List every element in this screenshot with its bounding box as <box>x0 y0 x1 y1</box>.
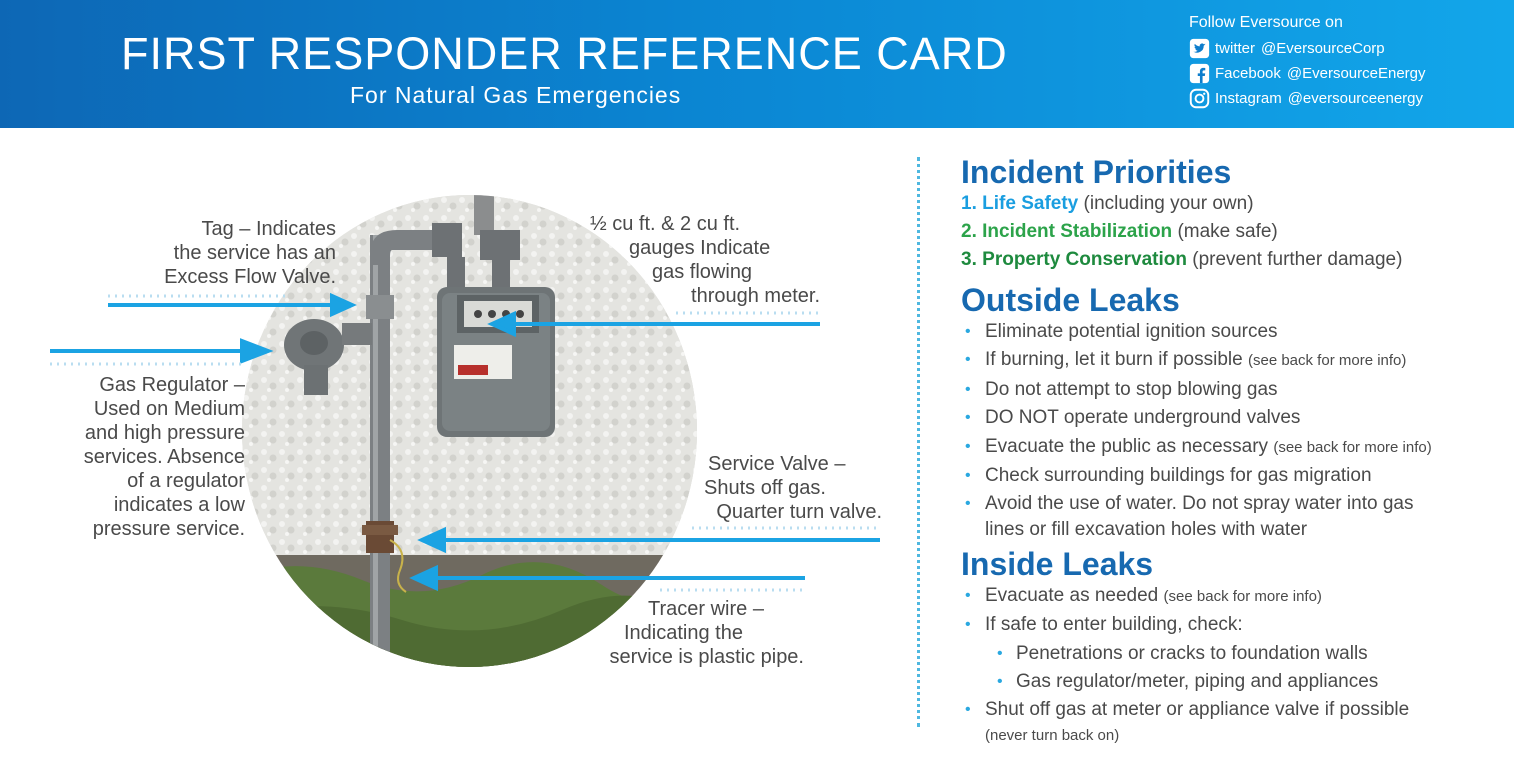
header-banner: FIRST RESPONDER REFERENCE CARD For Natur… <box>0 0 1514 128</box>
list-item: Do not attempt to stop blowing gas <box>961 376 1501 405</box>
card-title: FIRST RESPONDER REFERENCE CARD <box>121 28 1008 79</box>
facebook-handle: @EversourceEnergy <box>1286 65 1426 82</box>
list-item: Check surrounding buildings for gas migr… <box>961 462 1501 491</box>
list-item-note: (see back for more info) <box>1273 438 1432 456</box>
twitter-network-label: twitter <box>1215 40 1256 57</box>
priority-note: (including your own) <box>1083 193 1254 214</box>
priority-item: 3. Property Conservation (prevent furthe… <box>961 246 1501 274</box>
regulator-callout-line: and high pressure <box>84 422 245 444</box>
list-item: Eliminate potential ignition sources <box>961 318 1501 347</box>
tag-callout-line: the service has an <box>173 242 336 264</box>
priority-note: (prevent further damage) <box>1192 249 1403 270</box>
list-item-text: If burning, let it burn if possible <box>985 349 1243 371</box>
tracer-wire-callout: Tracer wire – Indicating the service is … <box>560 597 804 669</box>
tracer-callout-line: Tracer wire – <box>648 598 764 620</box>
regulator-callout-line: Gas Regulator – <box>99 374 245 396</box>
valve-callout-line: Quarter turn valve. <box>716 501 882 523</box>
list-item-note: (see back for more info) <box>1247 352 1407 370</box>
regulator-callout-line: of a regulator <box>127 470 245 492</box>
facebook-icon <box>1189 63 1210 84</box>
card-subtitle: For Natural Gas Emergencies <box>350 82 682 108</box>
list-item-text: If safe to enter building, check: <box>985 614 1243 636</box>
incident-priorities-heading: Incident Priorities <box>961 154 1232 190</box>
sub-list-item: Penetrations or cracks to foundation wal… <box>961 640 1501 669</box>
list-item-text: Evacuate as needed <box>985 584 1159 606</box>
list-item: If burning, let it burn if possible (see… <box>961 346 1501 375</box>
social-facebook[interactable]: Facebook @EversourceEnergy <box>1189 63 1426 84</box>
priority-label: Life Safety <box>982 193 1079 214</box>
list-item-text: Shut off gas at meter or appliance valve… <box>985 699 1410 721</box>
valve-callout-line: Service Valve – <box>708 453 846 475</box>
column-divider <box>917 157 920 727</box>
gauges-callout-line: gas flowing <box>652 261 753 283</box>
regulator-callout-line: services. Absence <box>83 446 245 468</box>
sub-list-item: Gas regulator/meter, piping and applianc… <box>961 668 1501 697</box>
list-item-text: Penetrations or cracks to foundation wal… <box>1016 642 1368 664</box>
priority-label: Property Conservation <box>982 249 1187 270</box>
facebook-network-label: Facebook <box>1215 65 1281 82</box>
priority-number: 3. <box>961 249 977 270</box>
twitter-handle: @EversourceCorp <box>1261 40 1385 57</box>
regulator-arrow <box>50 338 274 364</box>
list-item: Evacuate as needed (see back for more in… <box>961 582 1501 611</box>
regulator-callout-line: pressure service. <box>92 518 245 540</box>
list-item-text: Check surrounding buildings for gas migr… <box>985 465 1372 487</box>
list-item: DO NOT operate underground valves <box>961 404 1501 433</box>
gauges-callout-line: through meter. <box>691 285 820 307</box>
service-valve-callout: Service Valve – Shuts off gas. Quarter t… <box>660 452 882 524</box>
regulator-callout-line: indicates a low <box>113 494 245 516</box>
inside-leaks-list: Evacuate as needed (see back for more in… <box>961 582 1501 747</box>
instagram-network-label: Instagram <box>1215 90 1282 107</box>
instagram-icon <box>1189 88 1210 109</box>
gauges-callout: ½ cu ft. & 2 cu ft. gauges Indicate gas … <box>575 212 820 308</box>
priority-item: 2. Incident Stabilization (make safe) <box>961 218 1501 246</box>
list-item: Avoid the use of water. Do not spray wat… <box>961 490 1501 540</box>
list-item-text: DO NOT operate underground valves <box>985 407 1301 429</box>
priority-note: (make safe) <box>1177 221 1278 242</box>
priority-label: Incident Stabilization <box>982 221 1173 242</box>
list-item: If safe to enter building, check: <box>961 611 1501 640</box>
twitter-icon <box>1189 38 1210 59</box>
list-item-text: Do not attempt to stop blowing gas <box>985 378 1278 400</box>
valve-callout-line: Shuts off gas. <box>704 477 826 499</box>
tracer-callout-line: service is plastic pipe. <box>609 646 804 668</box>
gauges-callout-line: gauges Indicate <box>629 237 771 259</box>
priority-number: 1. <box>961 193 977 214</box>
list-item-note: (see back for more info) <box>1163 587 1322 605</box>
list-item: Evacuate the public as necessary (see ba… <box>961 433 1501 462</box>
tag-callout-line: Excess Flow Valve. <box>164 266 336 288</box>
outside-leaks-list: Eliminate potential ignition sources If … <box>961 318 1501 541</box>
list-item-text-continued: lines or fill excavation holes with wate… <box>985 518 1308 540</box>
list-item: Shut off gas at meter or appliance valve… <box>961 696 1501 746</box>
tag-callout-line: Tag – Indicates <box>201 218 336 240</box>
list-item-text: Avoid the use of water. Do not spray wat… <box>985 493 1414 515</box>
list-item-text: Eliminate potential ignition sources <box>985 321 1278 342</box>
social-twitter[interactable]: twitter @EversourceCorp <box>1189 38 1385 59</box>
social-instagram[interactable]: Instagram @eversourceenergy <box>1189 88 1423 109</box>
list-item-text: Evacuate the public as necessary <box>985 435 1269 457</box>
guidance-column: Incident Priorities 1. Life Safety (incl… <box>961 150 1501 747</box>
list-item-text: Gas regulator/meter, piping and applianc… <box>1016 671 1379 693</box>
outside-leaks-heading: Outside Leaks <box>961 282 1180 318</box>
regulator-callout-line: Used on Medium <box>93 398 245 420</box>
gauges-callout-line: ½ cu ft. & 2 cu ft. <box>590 213 741 235</box>
tracer-callout-line: Indicating the <box>624 622 743 644</box>
priority-number: 2. <box>961 221 977 242</box>
follow-label: Follow Eversource on <box>1189 14 1343 31</box>
inside-leaks-heading: Inside Leaks <box>961 545 1154 582</box>
instagram-handle: @eversourceenergy <box>1287 90 1423 107</box>
list-item-note: (never turn back on) <box>985 726 1120 744</box>
regulator-callout: Gas Regulator – Used on Medium and high … <box>40 373 245 541</box>
tag-callout: Tag – Indicates the service has an Exces… <box>104 217 336 289</box>
priority-item: 1. Life Safety (including your own) <box>961 190 1501 218</box>
